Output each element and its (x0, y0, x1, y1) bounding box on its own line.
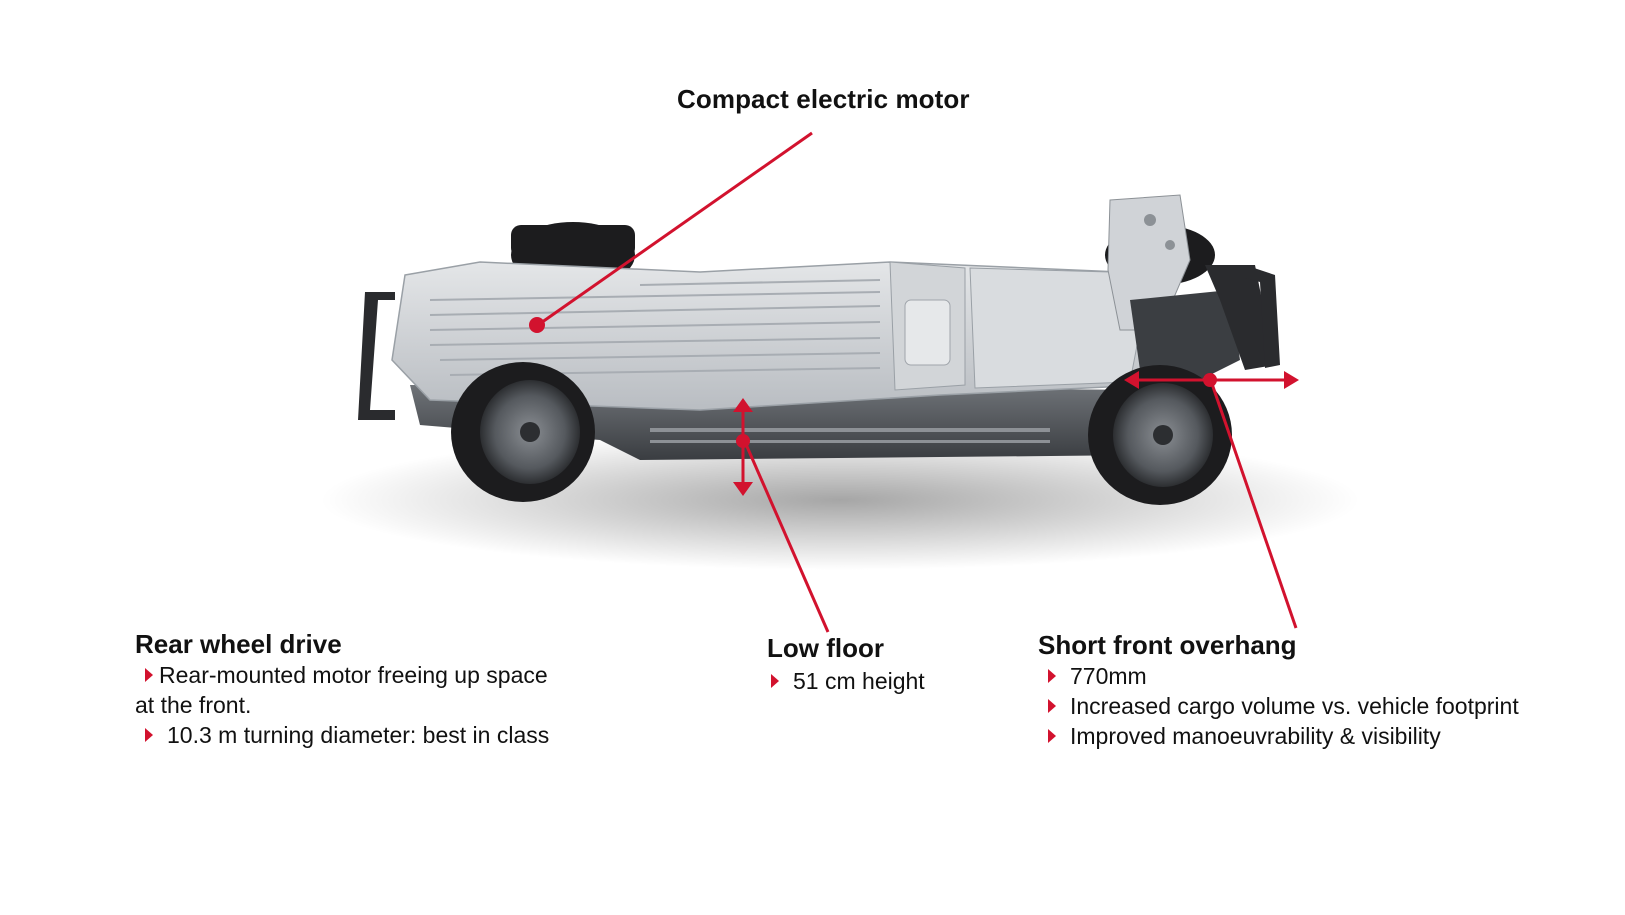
overhang-arrow-left (1124, 371, 1139, 389)
bullet-icon (145, 668, 153, 682)
bullet-icon (1048, 669, 1056, 683)
motor-leader-line (537, 131, 813, 327)
motor-title: Compact electric motor (677, 84, 970, 114)
low-floor-leader-line (743, 441, 830, 633)
front-wheel-near (1088, 365, 1232, 505)
bullet-icon (1048, 699, 1056, 713)
callout-marks (529, 317, 1299, 496)
low-floor-title: Low floor (767, 633, 884, 663)
rear-drive-item: 10.3 m turning diameter: best in class (135, 720, 605, 750)
front-bumper (1245, 265, 1280, 368)
bullet-icon (1048, 729, 1056, 743)
low-floor-item: 51 cm height (767, 666, 1007, 696)
rear-wheel-near (451, 362, 595, 502)
front-overhang-item: 770mm (1038, 661, 1598, 691)
bullet-icon (771, 674, 779, 688)
overhang-arrow-right (1284, 371, 1299, 389)
floor-hatch (904, 299, 951, 366)
rear-drive-item-continued: at the front. (135, 690, 605, 720)
front-overhang-item: Increased cargo volume vs. vehicle footp… (1038, 691, 1598, 721)
rear-drive-item-text: 10.3 m turning diameter: best in class (167, 722, 550, 748)
rear-drive-title: Rear wheel drive (135, 629, 342, 659)
rear-drive-item-text: Rear-mounted motor freeing up space (159, 662, 548, 688)
rear-drive-item: Rear-mounted motor freeing up space (135, 660, 605, 690)
low-floor-item-text: 51 cm height (793, 668, 925, 694)
overhang-leader-line (1208, 377, 1298, 629)
floor-arrow-up (733, 398, 753, 412)
front-overhang-title: Short front overhang (1038, 630, 1297, 660)
rear-drive-item-text: at the front. (135, 692, 252, 718)
motor-point (529, 317, 545, 333)
front-overhang-block: Short front overhang 770mm Increased car… (1038, 629, 1598, 751)
floor-point (736, 434, 750, 448)
front-overhang-item-text: Increased cargo volume vs. vehicle footp… (1070, 693, 1519, 719)
low-floor-block: Low floor 51 cm height (767, 632, 1007, 696)
rear-bumper (358, 292, 395, 420)
front-subframe (1107, 194, 1275, 380)
front-overhang-item: Improved manoeuvrability & visibility (1038, 721, 1598, 751)
front-overhang-item-text: 770mm (1070, 663, 1147, 689)
sill-details (650, 428, 1050, 443)
front-floor (969, 267, 1141, 389)
bullet-icon (145, 728, 153, 742)
front-overhang-item-text: Improved manoeuvrability & visibility (1070, 723, 1441, 749)
floor-arrow-down (733, 482, 753, 496)
rear-drive-block: Rear wheel drive Rear-mounted motor free… (135, 628, 605, 750)
overhang-point (1203, 373, 1217, 387)
